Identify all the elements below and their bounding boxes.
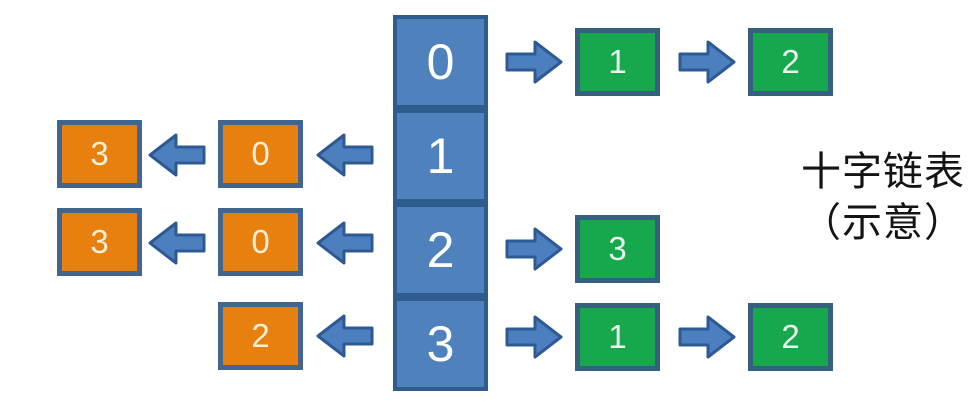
arrow-left-icon [316, 219, 374, 267]
arrow-right-icon [505, 313, 563, 361]
green-node: 2 [748, 303, 833, 371]
green-node: 2 [748, 28, 833, 96]
arrow-right-icon [505, 38, 563, 86]
head-cell-2: 2 [393, 203, 488, 297]
head-cell-0: 0 [393, 15, 488, 109]
arrow-right-icon [678, 38, 736, 86]
green-node: 1 [575, 303, 660, 371]
orange-node: 2 [218, 302, 303, 370]
head-cell-1: 1 [393, 109, 488, 203]
diagram-caption: 十字链表 （示意） [786, 146, 979, 248]
arrow-right-icon [505, 225, 563, 273]
arrow-left-icon [148, 219, 206, 267]
arrow-left-icon [148, 131, 206, 179]
arrow-right-icon [678, 313, 736, 361]
green-node: 1 [575, 28, 660, 96]
arrow-left-icon [316, 131, 374, 179]
orange-node: 3 [57, 120, 142, 188]
head-cell-3: 3 [393, 297, 488, 391]
arrow-left-icon [316, 312, 374, 360]
caption-line-1: 十字链表 [801, 149, 965, 194]
green-node: 3 [575, 215, 660, 283]
orange-node: 0 [218, 208, 303, 276]
orange-node: 0 [218, 120, 303, 188]
caption-line-2: （示意） [801, 200, 965, 246]
orange-node: 3 [57, 208, 142, 276]
